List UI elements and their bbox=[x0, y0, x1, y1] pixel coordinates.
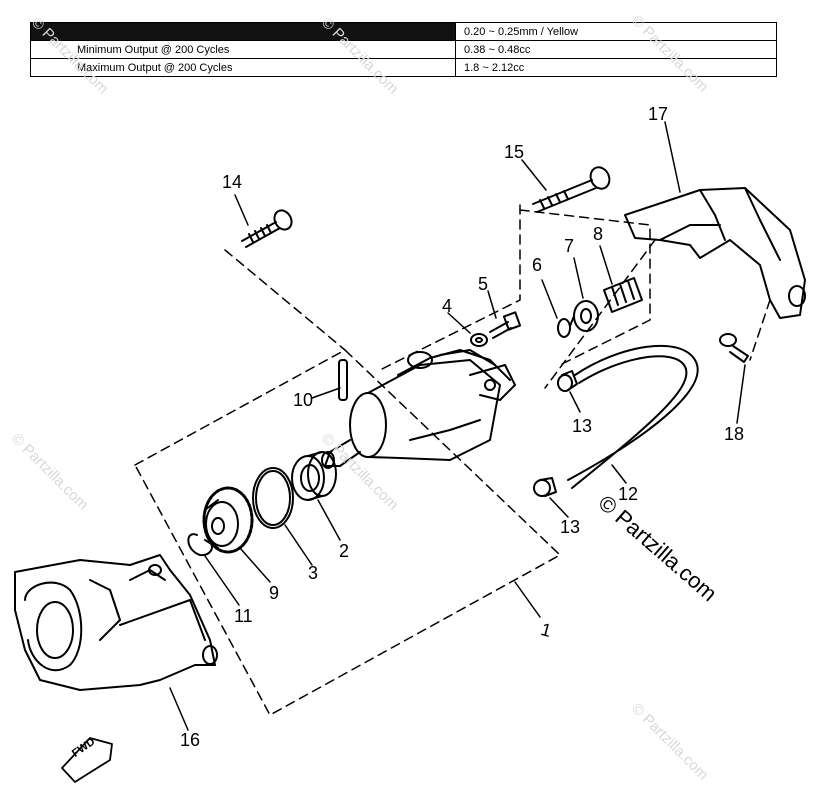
hose-12 bbox=[567, 344, 699, 489]
spec-row-max-output: Maximum Output @ 200 Cycles 1.8 ~ 2.12cc bbox=[30, 58, 777, 77]
bracket-17 bbox=[624, 187, 806, 319]
housing-16 bbox=[14, 554, 218, 691]
spec-value-max-output: 1.8 ~ 2.12cc bbox=[455, 58, 777, 77]
screw-18 bbox=[719, 333, 749, 363]
callout-7: 7 bbox=[564, 236, 575, 256]
callout-3: 3 bbox=[308, 563, 319, 583]
o-ring-3 bbox=[252, 467, 294, 529]
bearing-2 bbox=[291, 451, 337, 501]
callout-5: 5 bbox=[478, 274, 489, 294]
pin-10 bbox=[338, 359, 348, 401]
pump-body-1 bbox=[321, 349, 516, 469]
callout-14: 14 bbox=[222, 172, 243, 192]
callout-2: 2 bbox=[339, 541, 350, 561]
plug-8 bbox=[603, 277, 643, 313]
leader-lines bbox=[169, 121, 746, 731]
bolt-15 bbox=[532, 166, 611, 213]
callout-12: 12 bbox=[618, 484, 639, 504]
callout-15: 15 bbox=[504, 142, 525, 162]
washer-6 bbox=[557, 318, 571, 338]
fwd-arrow-icon bbox=[61, 737, 113, 783]
callout-16: 16 bbox=[180, 730, 201, 750]
washer-4 bbox=[470, 333, 488, 347]
circlip-11 bbox=[187, 533, 213, 557]
callout-10: 10 bbox=[293, 390, 314, 410]
callout-4: 4 bbox=[442, 296, 453, 316]
hose-clamp-13-upper bbox=[557, 370, 578, 392]
assembly-outline-main bbox=[134, 204, 771, 716]
callout-6: 6 bbox=[532, 255, 543, 275]
spec-label-header bbox=[30, 22, 456, 41]
spec-table: 0.20 ~ 0.25mm / Yellow Minimum Output @ … bbox=[30, 22, 777, 77]
bolt-5 bbox=[489, 311, 522, 339]
spec-label-max-output: Maximum Output @ 200 Cycles bbox=[30, 58, 456, 77]
callout-11: 11 bbox=[234, 606, 253, 626]
callout-13-upper: 13 bbox=[572, 416, 593, 436]
callout-9: 9 bbox=[269, 583, 280, 603]
callout-13-lower: 13 bbox=[560, 517, 581, 537]
bolt-14 bbox=[241, 209, 293, 248]
callout-8: 8 bbox=[593, 224, 604, 244]
callout-18: 18 bbox=[724, 424, 745, 444]
seal-7 bbox=[569, 300, 599, 332]
callout-17: 17 bbox=[648, 104, 669, 124]
hose-clamp-13-lower bbox=[533, 477, 557, 497]
gear-9 bbox=[202, 486, 254, 554]
